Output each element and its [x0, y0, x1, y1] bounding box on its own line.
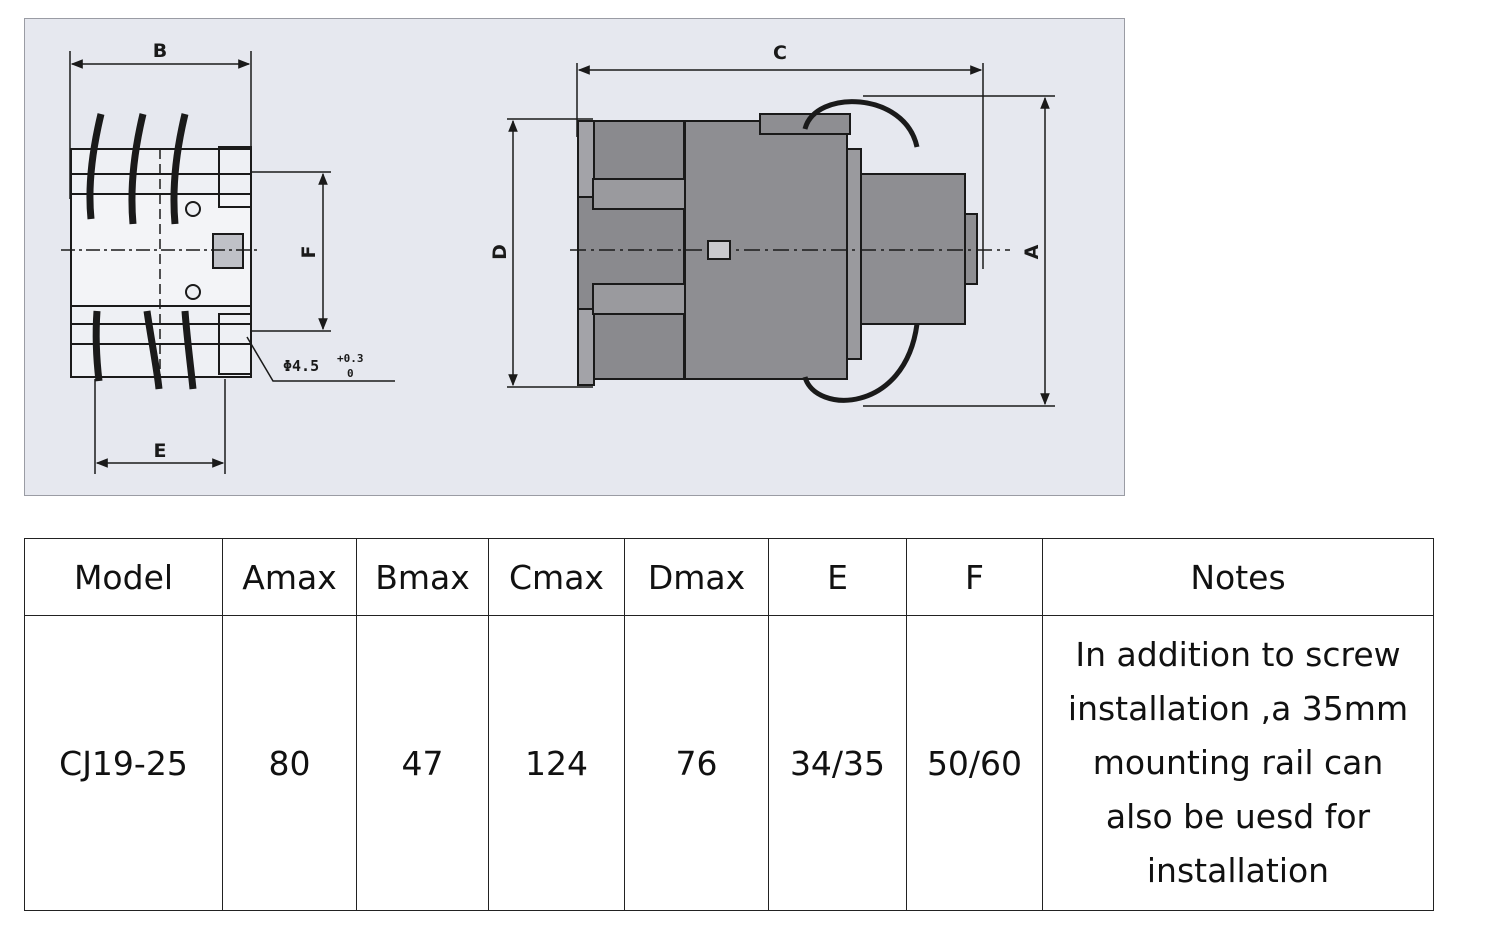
dimension-table: Model Amax Bmax Cmax Dmax E F Notes CJ19…	[24, 538, 1434, 911]
notes-line: mounting rail can	[1092, 743, 1384, 782]
notes-line: installation	[1146, 851, 1330, 890]
notes-line: installation ,a 35mm	[1067, 689, 1409, 728]
header-model: Model	[24, 538, 223, 616]
cell-amax: 80	[222, 615, 357, 911]
cell-bmax: 47	[356, 615, 489, 911]
dim-label-c: C	[773, 42, 787, 64]
header-amax: Amax	[222, 538, 357, 616]
cell-model: CJ19-25	[24, 615, 223, 911]
notes-line: In addition to screw	[1075, 635, 1401, 674]
dim-label-b: B	[153, 40, 167, 62]
front-view	[507, 63, 1055, 407]
contactor-dimension-svg: B E F Φ4.5 +0.3 0	[61, 40, 1055, 474]
header-cmax: Cmax	[488, 538, 625, 616]
dim-label-d: D	[489, 244, 511, 260]
cell-dmax: 76	[624, 615, 769, 911]
dim-label-hole: Φ4.5	[283, 357, 319, 375]
dim-label-f: F	[298, 246, 320, 259]
dimension-drawing: B E F Φ4.5 +0.3 0	[24, 18, 1125, 496]
side-view	[61, 51, 395, 474]
header-f: F	[906, 538, 1043, 616]
cell-cmax: 124	[488, 615, 625, 911]
cell-e: 34/35	[768, 615, 907, 911]
header-e: E	[768, 538, 907, 616]
dim-label-hole-tol-lower: 0	[347, 367, 354, 380]
table-header-row: Model Amax Bmax Cmax Dmax E F Notes	[24, 538, 1434, 616]
notes-line: also be uesd for	[1105, 797, 1371, 836]
table-row: CJ19-25 80 47 124 76 34/35 50/60 In addi…	[24, 615, 1434, 911]
dim-label-e: E	[154, 440, 167, 462]
dim-label-a: A	[1021, 244, 1043, 259]
cell-notes: In addition to screw installation ,a 35m…	[1042, 615, 1434, 911]
header-dmax: Dmax	[624, 538, 769, 616]
dim-label-hole-tol-upper: +0.3	[337, 352, 364, 365]
header-bmax: Bmax	[356, 538, 489, 616]
cell-f: 50/60	[906, 615, 1043, 911]
header-notes: Notes	[1042, 538, 1434, 616]
